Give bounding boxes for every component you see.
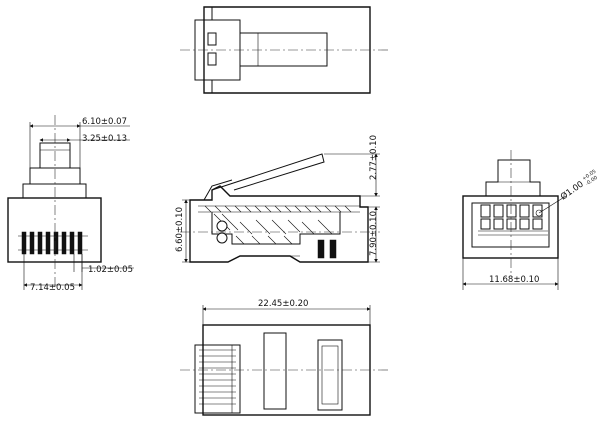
dim-front-width: 11.68±0.10 [489, 275, 539, 285]
dim-contact-pitch: 1.02±0.05 [88, 265, 133, 275]
bottom-view: 22.45±0.20 [180, 299, 390, 416]
front-view: Ø1.00 +0.05 -0.00 11.68±0.10 [462, 150, 599, 290]
top-view [180, 6, 390, 94]
dim-side-height: 6.60±0.10 [175, 207, 185, 252]
left-view: 6.10±0.07 3.25±0.13 7.14±0.05 1.02±0.05 [7, 115, 134, 293]
dim-overall-length: 22.45±0.20 [258, 299, 308, 309]
dim-body-height: 7.90±0.10 [369, 211, 379, 256]
left-view-contacts [18, 231, 88, 255]
dim-tab-width: 3.25±0.13 [82, 134, 127, 144]
dim-overall-width: 6.10±0.07 [82, 117, 127, 127]
side-section-view: 2.77±0.10 7.90±0.10 6.60±0.10 [175, 135, 380, 263]
dim-pin-diameter: Ø1.00 [558, 179, 585, 203]
front-view-pins [478, 204, 548, 236]
dim-latch-height: 2.77±0.10 [369, 135, 379, 180]
dim-contact-span: 7.14±0.05 [30, 283, 75, 293]
